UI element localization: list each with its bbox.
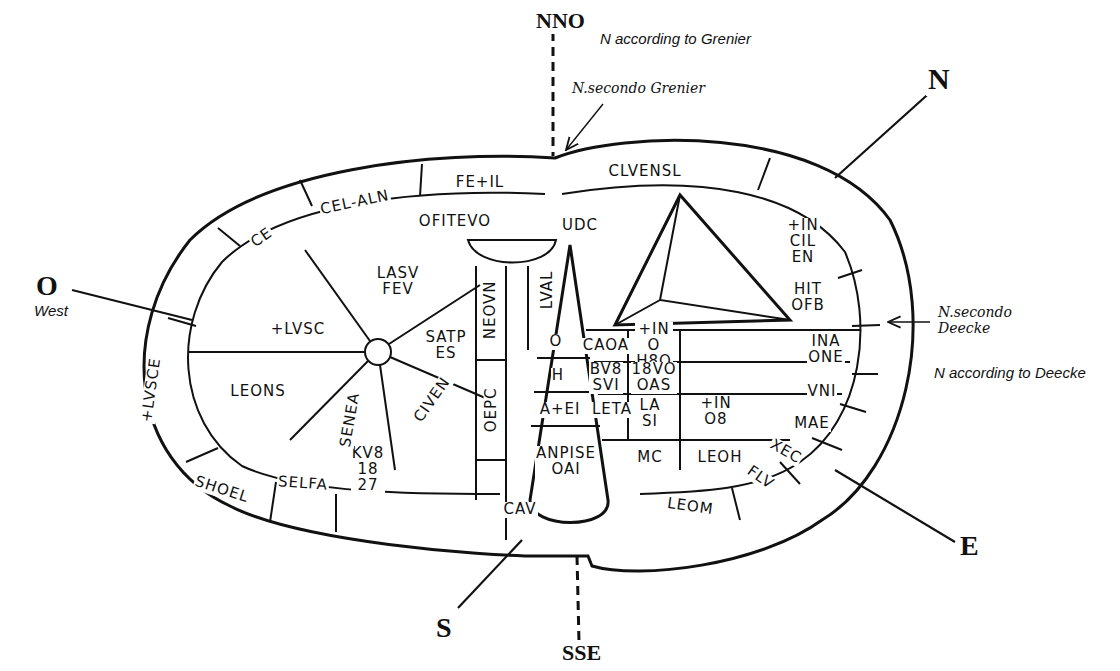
inscription-cell: XEC — [767, 436, 805, 467]
inscription-text: NEOVN — [483, 280, 499, 341]
inscription-cell: CAV — [502, 502, 537, 518]
inscription-cell: BV8 SVI — [589, 362, 624, 394]
compass-label-text: S — [434, 612, 454, 644]
inscription-text: FE+IL — [455, 175, 505, 191]
inscription-cell: CIVEN — [410, 374, 453, 426]
inscription-cell: KV8 18 27 — [351, 446, 386, 493]
inscription-cell: SELFA — [277, 474, 330, 493]
inscription-cell: CLVENSL — [607, 164, 682, 180]
inscription-text: O — [549, 334, 564, 350]
inscription-text: +LVSC — [270, 322, 327, 338]
inscription-text: CLVENSL — [607, 164, 682, 180]
inscription-text: VNI — [807, 384, 838, 400]
inscription-text: CAV — [502, 502, 537, 518]
inscription-text: LA SI — [639, 398, 662, 430]
inscription-text: XEC — [767, 436, 805, 467]
inscription-text: LEONS — [229, 384, 286, 400]
inscription-text: LETA — [591, 402, 633, 418]
inscription-text: LEOH — [697, 450, 744, 466]
inscription-text: +IN O8 — [699, 396, 732, 428]
inscription-text: CAOA — [582, 338, 630, 354]
inscription-text: BV8 SVI — [589, 362, 624, 394]
inscription-text: LASV FEV — [376, 266, 421, 298]
inscription-text: SENEA — [337, 391, 362, 450]
inscription-cell: OEPC — [483, 387, 499, 434]
inscription-text: SATP ES — [424, 330, 467, 362]
compass-label-text: E — [958, 530, 981, 562]
inscription-cell: LA SI — [639, 398, 662, 430]
inscription-text: 18VO OAS — [631, 362, 678, 394]
compass-label: S — [434, 612, 454, 644]
inscription-cell: HIT OFB — [790, 282, 826, 314]
inscription-cell: +IN CIL EN — [786, 218, 819, 265]
inscription-cell: O — [549, 334, 564, 350]
inscription-cell: H — [551, 368, 565, 384]
inscription-text: CEL-ALN — [318, 188, 392, 218]
inscription-text: H — [551, 368, 565, 384]
inscription-cell: LEOH — [697, 450, 744, 466]
compass-label: N.secondo Grenier — [570, 80, 707, 96]
compass-label-text: N according to Deecke — [932, 364, 1088, 381]
inscription-text: LEOM — [665, 496, 715, 518]
inscription-cell: CEL-ALN — [318, 188, 392, 218]
compass-label: N.secondo Deecke — [936, 304, 1014, 336]
compass-label-text: N according to Grenier — [598, 30, 753, 47]
inscription-cell: MAE — [793, 416, 831, 432]
compass-label-text: N.secondo Deecke — [936, 304, 1014, 336]
compass-label: West — [32, 302, 70, 319]
inscription-cell: SATP ES — [424, 330, 467, 362]
inscription-text: SELFA — [277, 474, 330, 493]
compass-label: SSE — [560, 640, 603, 666]
compass-label-text: O — [34, 270, 60, 302]
inscription-cell: NEOVN — [483, 280, 499, 341]
inscription-cell: 18VO OAS — [631, 362, 678, 394]
inscription-text: HIT OFB — [790, 282, 826, 314]
compass-label-text: West — [32, 302, 70, 319]
inscription-cell: LASV FEV — [376, 266, 421, 298]
inscription-text: FLV — [743, 463, 777, 493]
inscription-text: OFITEVO — [418, 214, 492, 230]
inscription-text: MC — [636, 450, 663, 466]
compass-label: O — [34, 270, 60, 302]
inscription-cell: LEONS — [229, 384, 286, 400]
compass-label-text: N — [926, 62, 952, 96]
inscription-cell: LVAL — [540, 270, 556, 311]
inscription-cell: INA ONE — [807, 334, 845, 366]
inscription-cell: VNI — [807, 384, 838, 400]
inscription-text: MAE — [793, 416, 831, 432]
compass-label: N — [926, 62, 952, 96]
inscription-text: OEPC — [483, 387, 499, 434]
compass-label-text: NNO — [534, 8, 587, 34]
inscription-text: +IN CIL EN — [786, 218, 819, 265]
inscription-cell: SENEA — [337, 391, 362, 450]
inscription-text: A+EI — [539, 402, 582, 418]
inscription-text: LVAL — [540, 270, 556, 311]
inscription-text: UDC — [561, 218, 599, 234]
inscription-text: INA ONE — [807, 334, 845, 366]
compass-label: NNO — [534, 8, 587, 34]
inscription-cell: OFITEVO — [418, 214, 492, 230]
compass-label: N according to Grenier — [598, 30, 753, 47]
inscription-cell: FLV — [743, 463, 777, 493]
compass-label-text: SSE — [560, 640, 603, 666]
inscription-cell: +LVSC — [270, 322, 327, 338]
inscription-cell: A+EI — [539, 402, 582, 418]
inscription-cell: LETA — [591, 402, 633, 418]
compass-label: N according to Deecke — [932, 364, 1088, 381]
inscription-cell: LEOM — [665, 496, 715, 518]
compass-label: E — [958, 530, 981, 562]
inscription-cell: FE+IL — [455, 175, 505, 191]
inscription-text: KV8 18 27 — [351, 446, 386, 493]
inscription-cell: +IN O8 — [699, 396, 732, 428]
inscription-cell: ANPISE OAI — [535, 446, 597, 478]
compass-label-text: N.secondo Grenier — [570, 80, 707, 96]
inscription-cell: CAOA — [582, 338, 630, 354]
inscription-cell: UDC — [561, 218, 599, 234]
inscription-text: ANPISE OAI — [535, 446, 597, 478]
inscription-text: CIVEN — [410, 374, 453, 426]
inscription-cell: MC — [636, 450, 663, 466]
